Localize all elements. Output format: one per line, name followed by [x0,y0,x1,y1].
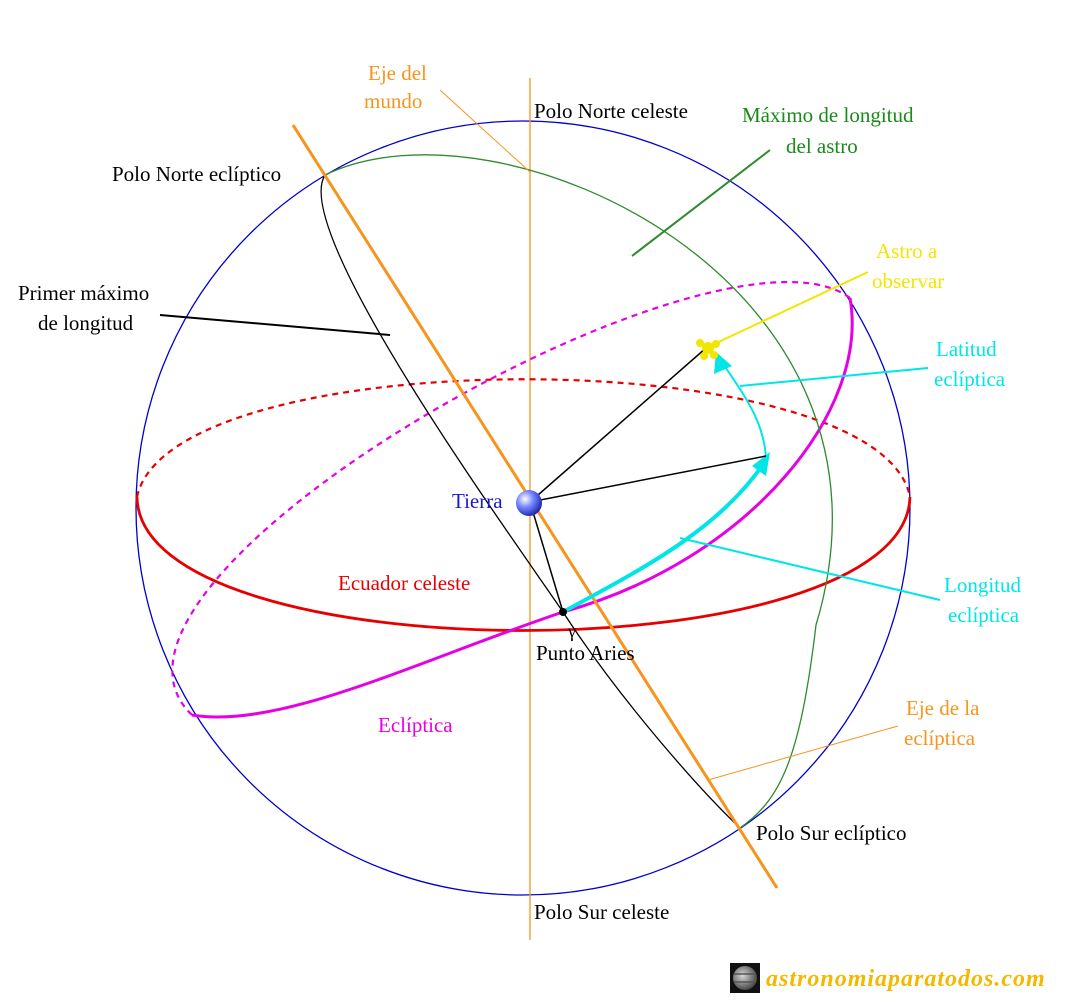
label-maximo-longitud-2: del astro [786,134,858,158]
label-astro-1: Astro a [876,239,938,263]
label-eje-mundo-1: Eje del [368,61,427,85]
label-ecliptica: Eclíptica [378,713,453,737]
primer-maximo-leader [159,314,391,336]
eje-ecliptica-leader [707,725,899,781]
label-astro-2: observar [872,269,944,293]
ecliptic-front [191,297,854,719]
label-latitud-1: Latitud [936,337,997,361]
ecliptic-longitude-arc [562,458,768,614]
label-eje-ecliptica-2: eclíptica [904,726,976,750]
label-longitud-1: Longitud [944,573,1021,597]
latitud-leader [739,367,929,387]
maximo-longitud-leader [631,149,771,257]
label-longitud-2: eclíptica [948,603,1020,627]
label-primer-maximo-1: Primer máximo [18,281,149,305]
label-primer-maximo-2: de longitud [38,311,134,335]
earth-to-aries-line [529,501,564,613]
earth-to-ecliptic-point-line [529,455,767,503]
longitud-leader [679,537,941,601]
eje-mundo-leader [439,89,531,173]
label-polo-sur-ecliptico: Polo Sur eclíptico [756,821,907,845]
aries-point [559,608,567,616]
label-tierra: Tierra [452,489,503,513]
watermark-text: astronomiaparatodos.com [766,966,1046,992]
earth-to-star-line [529,347,707,503]
label-eje-mundo-2: mundo [364,89,422,113]
astro-leader [711,271,869,346]
jupiter-logo-icon [730,963,760,993]
label-latitud-2: eclíptica [934,367,1006,391]
label-polo-norte-ecliptico: Polo Norte eclíptico [112,162,281,186]
celestial-equator-front [135,496,912,632]
first-longitude-great-circle [320,174,741,829]
ecliptic-latitude-arc [721,361,767,461]
label-polo-sur-celeste: Polo Sur celeste [534,900,669,924]
star-longitude-great-circle [324,154,833,829]
latitude-arrowhead [714,352,732,374]
label-ecuador-celeste: Ecuador celeste [338,571,470,595]
label-polo-norte-celeste: Polo Norte celeste [534,99,688,123]
earth-sphere-icon [516,490,542,516]
label-maximo-longitud-1: Máximo de longitud [742,103,914,127]
celestial-equator-back [135,378,912,498]
longitude-arrowhead [752,452,770,476]
label-eje-ecliptica-1: Eje de la [906,696,980,720]
ecliptic-back [171,280,851,716]
label-punto-aries: Punto Aries [536,641,635,665]
star-icon [696,339,720,360]
label-gamma: γ [567,621,576,641]
